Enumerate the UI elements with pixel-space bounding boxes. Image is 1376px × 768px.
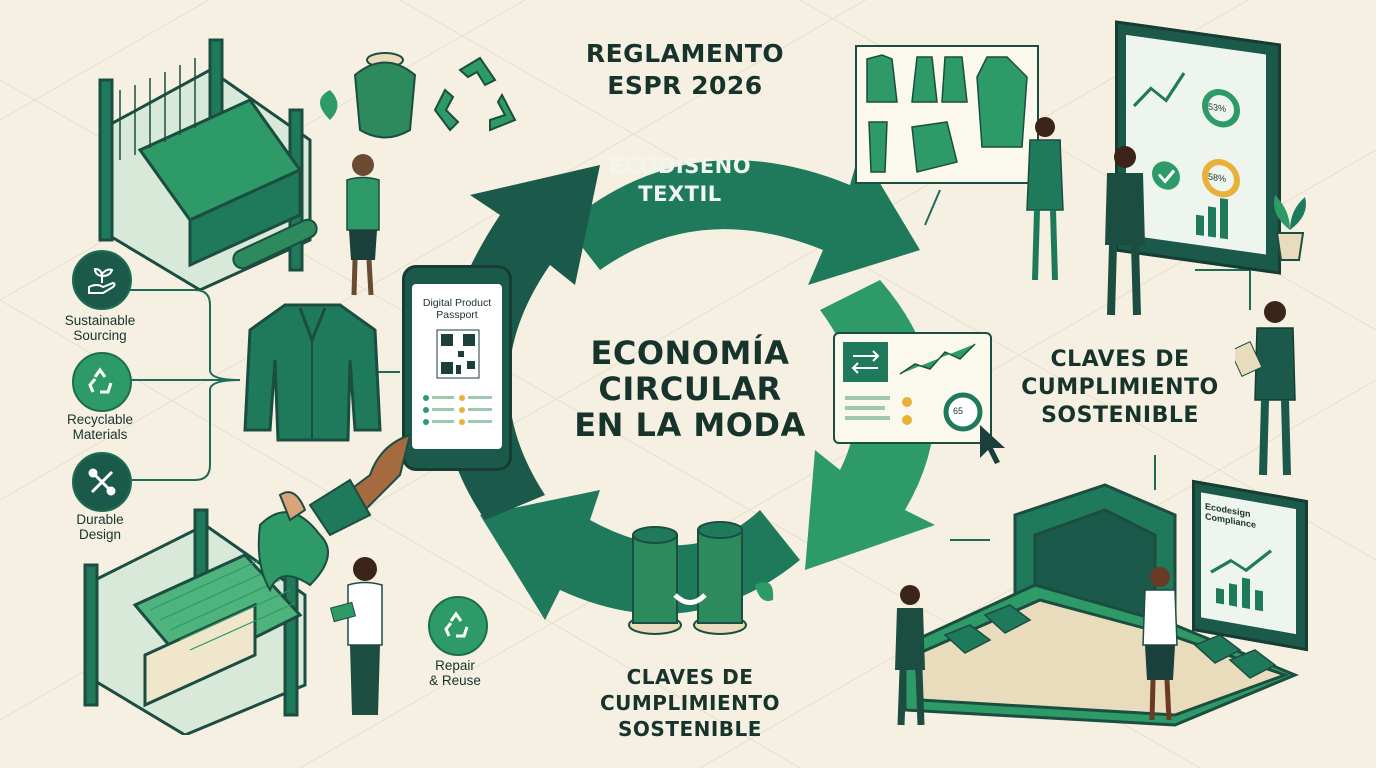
dashboard-screen: 53% 58% (1126, 34, 1266, 255)
recycle-icon (72, 352, 132, 412)
gauge-2 (1202, 159, 1240, 198)
scanner-conveyor-illustration (895, 483, 1299, 727)
person-woman-illustration (346, 154, 380, 296)
trend-line-icon (1132, 72, 1186, 108)
business-people-illustration (1026, 117, 1145, 316)
check-icon (1152, 161, 1180, 190)
arrows-icon (843, 342, 888, 382)
area-chart-icon (899, 343, 976, 375)
gauge-1 (1202, 89, 1240, 128)
loom-top-illustration (98, 38, 318, 290)
compliance-screen: Ecodesign Compliance (1201, 492, 1296, 635)
compliance-monitor: Ecodesign Compliance (1192, 479, 1308, 652)
bar-chart-icon (1210, 549, 1273, 612)
analytics-card: 65 (833, 332, 992, 444)
qr-code-icon (436, 329, 480, 379)
tools-icon (72, 452, 132, 512)
repair-recycle-icon (428, 596, 488, 656)
pattern-board (855, 45, 1039, 184)
businessman-illustration (1235, 301, 1296, 476)
loom-bottom-illustration (83, 508, 307, 735)
passport-info-list (423, 395, 492, 425)
spools-illustration (628, 521, 774, 635)
analytics-gauge (943, 392, 983, 432)
hand-plant-icon (72, 250, 132, 310)
plant-icon (1274, 195, 1306, 261)
jacket-illustration (243, 303, 382, 442)
feature-repair-reuse: Repair& Reuse (429, 658, 481, 688)
dashboard-monitor: 53% 58% (1115, 20, 1281, 275)
cursor-icon (980, 425, 1005, 464)
hands-fabric-illustration (257, 433, 412, 593)
person-worker-illustration (329, 557, 383, 715)
garment-patterns-icon (866, 54, 1028, 173)
analytics-gauge-value: 65 (953, 406, 964, 416)
yarn-and-recycle-illustration (320, 52, 517, 139)
cycle-arrow-top (565, 150, 920, 285)
